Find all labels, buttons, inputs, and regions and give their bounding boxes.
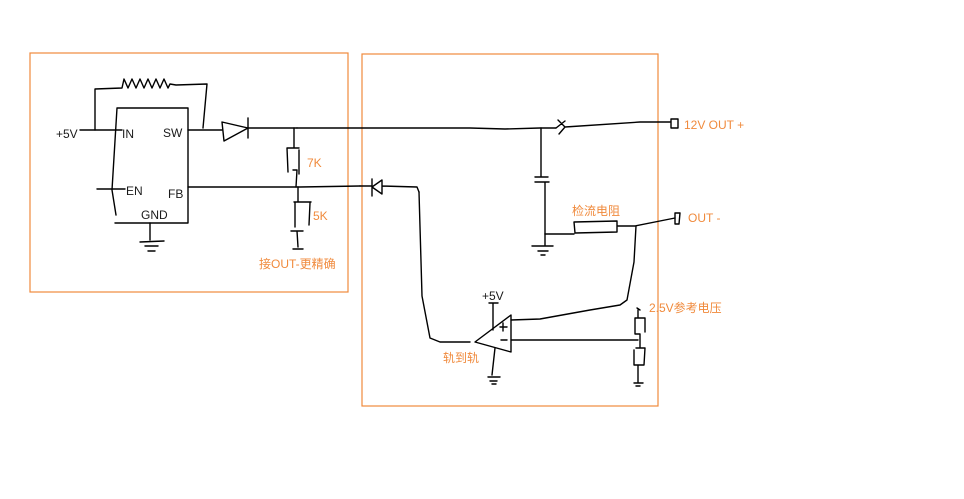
resistor-5k-label: 5K bbox=[313, 209, 328, 223]
output-negative-label: OUT - bbox=[688, 211, 720, 225]
pin-gnd-label: GND bbox=[141, 208, 168, 222]
opamp-plus-sign bbox=[499, 322, 508, 332]
schottky-diode bbox=[221, 117, 298, 142]
inductor bbox=[94, 78, 208, 131]
fb-wire bbox=[187, 185, 361, 188]
opamp-supply-label: +5V bbox=[482, 289, 504, 303]
pin-en-label: EN bbox=[126, 184, 143, 198]
output-positive-terminal bbox=[670, 118, 679, 129]
reference-label: 2.5V参考电压 bbox=[649, 300, 722, 315]
opamp-note: 轨到轨 bbox=[443, 351, 479, 365]
converter-chip bbox=[111, 107, 189, 224]
output-rail bbox=[296, 127, 557, 130]
pin-in-label: IN bbox=[122, 127, 134, 141]
output-positive-label: 12V OUT + bbox=[684, 118, 744, 132]
output-fuse bbox=[555, 119, 671, 135]
boost-converter-frame bbox=[29, 52, 349, 293]
resistor-7k-label: 7K bbox=[307, 156, 322, 170]
sense-feedback-wire bbox=[510, 225, 637, 321]
divider-note: 接OUT-更精确 bbox=[259, 256, 336, 271]
supply-label: +5V bbox=[56, 127, 78, 141]
pin-sw-label: SW bbox=[163, 126, 183, 140]
pin-fb-label: FB bbox=[168, 187, 183, 201]
sense-resistor bbox=[544, 217, 676, 235]
mosfet-symbol bbox=[359, 178, 420, 197]
opamp-ground bbox=[487, 347, 501, 385]
capacitor-ground bbox=[531, 233, 554, 256]
opamp-supply-wire bbox=[488, 302, 499, 331]
current-limit-frame bbox=[361, 53, 659, 407]
chip-ground bbox=[139, 222, 165, 252]
output-negative-terminal bbox=[674, 212, 681, 225]
output-capacitor bbox=[534, 127, 550, 235]
gate-drive-wire bbox=[418, 191, 471, 343]
resistor-5k bbox=[290, 186, 312, 250]
reference-divider bbox=[633, 307, 646, 387]
resistor-7k bbox=[286, 127, 300, 188]
sense-resistor-label: 检流电阻 bbox=[572, 203, 620, 218]
